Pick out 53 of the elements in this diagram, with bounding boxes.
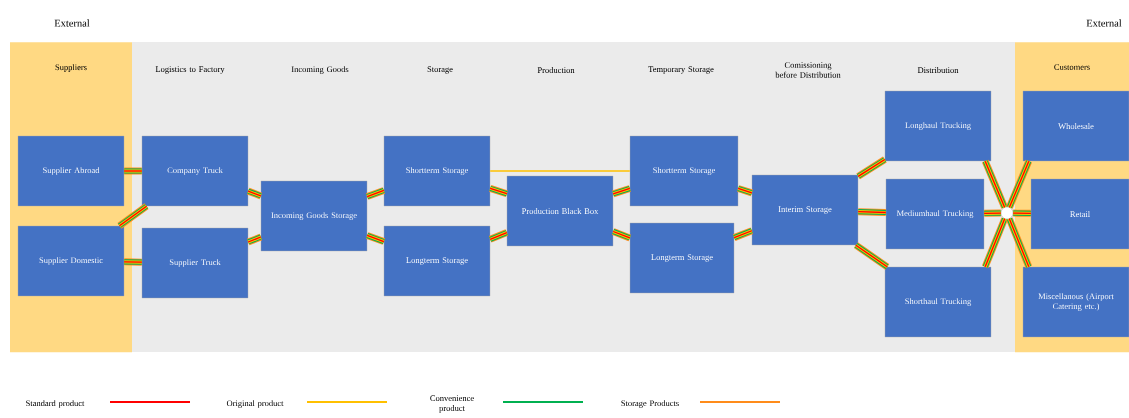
column-heading: Production: [537, 67, 575, 73]
column-heading: Temporary Storage: [648, 66, 714, 74]
process-box: Longterm Storage: [383, 225, 491, 297]
flow-line: [1006, 217, 1033, 269]
process-box: Supplier Abroad: [17, 135, 125, 207]
flow-line: [1006, 159, 1033, 209]
process-box: Retail: [1030, 178, 1129, 250]
process-box: Company Truck: [141, 135, 249, 207]
band-heading: External: [1086, 19, 1122, 27]
flow-line: [856, 156, 887, 180]
process-box: Supplier Truck: [141, 227, 249, 299]
process-box: Interim Storage: [751, 174, 859, 246]
legend-label: Standard product: [26, 400, 85, 408]
flow-line: [611, 228, 632, 242]
process-box: Mediumhaul Trucking: [885, 178, 985, 250]
flow-line: [981, 159, 1008, 209]
process-box: Production Black Box: [506, 175, 614, 247]
flow-line: [983, 209, 1002, 217]
legend-label: Original product: [226, 400, 284, 408]
flow-line: [732, 227, 754, 241]
process-box: Longterm Storage: [629, 222, 735, 294]
process-box: Miscellanous (Airport Catering etc.): [1022, 266, 1129, 338]
flow-line: [853, 242, 890, 270]
flow-line: [1012, 209, 1032, 217]
column-heading: Comissioning before Distribution: [775, 62, 841, 78]
flow-line: [612, 185, 631, 198]
process-box: Wholesale: [1022, 90, 1129, 162]
flow-line: [366, 232, 385, 245]
flow-line: [981, 217, 1008, 269]
process-box: Longhaul Trucking: [884, 90, 992, 162]
process-box: Shortterm Storage: [629, 135, 739, 207]
flow-line: [366, 187, 385, 200]
process-box: Shorthaul Trucking: [884, 266, 992, 338]
flow-line: [123, 258, 143, 266]
flow-line: [246, 233, 263, 246]
band-heading: External: [54, 19, 90, 27]
process-box: Shortterm Storage: [383, 135, 491, 207]
flow-line: [857, 208, 887, 216]
flow-line: [489, 170, 631, 172]
legend-label: Convenience product: [430, 395, 474, 413]
process-box: Supplier Domestic: [17, 225, 125, 297]
flow-line: [737, 185, 753, 197]
flow-line: [489, 185, 508, 198]
legend-label: Storage Products: [621, 400, 679, 408]
column-heading: Storage: [427, 66, 453, 74]
flow-line: [123, 167, 143, 175]
flow-line: [246, 187, 263, 200]
column-heading: Incoming Goods: [291, 66, 349, 74]
column-heading: Logistics to Factory: [155, 66, 225, 74]
flow-line: [488, 229, 509, 243]
flow-line: [117, 203, 149, 229]
column-heading: Distribution: [917, 67, 959, 73]
process-box: Incoming Goods Storage: [260, 180, 368, 252]
